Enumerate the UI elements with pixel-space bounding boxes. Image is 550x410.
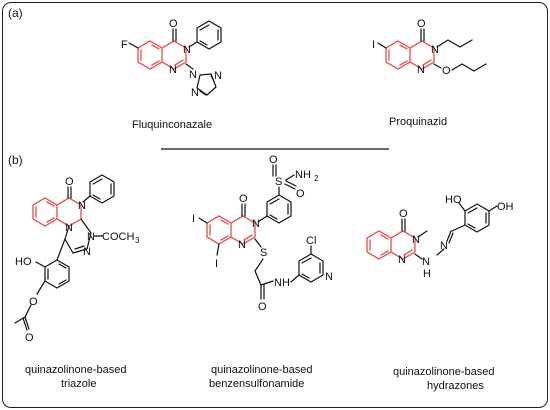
atom-n3: N [183,44,191,56]
caption-hydrazones-line1: quinazolinone-based [393,366,495,378]
label-oh-para: OH [497,201,514,213]
atom-i-lower: I [215,258,218,270]
label-coch: COCH [102,231,134,243]
caption-hydrazones-line2: hydrazones [427,380,484,392]
atom-n-ring: N [83,246,91,258]
label-ch3-subscript: 3 [135,236,140,245]
caption-sulfonamide-line1: quinazolinone-based [211,364,313,376]
atom-s-thioether: S [260,247,267,259]
molecule-sulfonamide: O I I N N S S O O NH 2 O N H Cl N quinaz… [192,154,333,390]
atom-o: O [417,18,426,30]
atom-f: F [121,39,128,51]
panel-label-a: (a) [8,6,23,20]
atom-n1: N [417,64,425,76]
proquinazid-core [385,40,435,70]
atom-n1: N [238,239,246,251]
atom-o: O [65,176,74,188]
fluquinconazale-core [137,40,187,70]
atom-n3: N [412,234,420,246]
label-nh2-subscript: 2 [314,174,319,183]
label-amide-h: H [282,277,290,289]
atom-i: I [372,39,375,51]
caption-sulfonamide-line2: benzensulfonamide [209,378,304,390]
caption-triazole-line2: triazole [61,378,96,390]
atom-triazole-n4: N [191,87,199,99]
atom-n-fused: N [65,222,73,234]
atom-o-ether: O [442,65,451,77]
panel-label-b: (b) [8,153,23,167]
atom-o-ester: O [29,296,38,308]
atom-n1: N [169,64,177,76]
atom-s-sulfonyl: S [275,176,282,188]
label-hydrazine-h: H [423,268,431,280]
triazole-core [32,197,82,227]
label-oh-ortho: HO [445,194,462,206]
atom-n-imine: N [440,240,448,252]
atom-o-sulfonyl-1: O [269,154,278,166]
atom-n3: N [431,44,439,56]
molecule-proquinazid: O I N N O Proquinazid [372,18,487,128]
atom-o: O [169,18,178,30]
atom-o: O [399,208,408,220]
caption-triazole-line1: quinazolinone-based [25,364,127,376]
chemistry-figure: (a) (b) [8,6,514,392]
atom-cl: Cl [306,235,316,247]
atom-o-sulfonyl-2: O [296,188,305,200]
atom-n1: N [398,254,406,266]
molecule-fluquinconazale: O F N N N N N Fluquinconazale [121,18,222,131]
caption-fluquinconazale: Fluquinconazale [132,119,212,131]
label-nh: NH [295,169,311,181]
atom-triazole-n1: N [189,69,197,81]
atom-n-acyl: N [87,231,95,243]
atom-n-pyridine: N [325,271,333,283]
label-hydrazine-n: N [422,256,430,268]
hydrazones-core [366,230,416,260]
label-amide-n: N [274,277,282,289]
molecule-triazole: O N N N COCH 3 N HO O O quinazolinone-ba… [14,174,140,390]
atom-o: O [239,193,248,205]
atom-n: N [78,200,86,212]
atom-triazole-n2: N [214,70,222,82]
atom-n3: N [252,218,260,230]
sulfonamide-core [206,215,256,245]
caption-proquinazid: Proquinazid [389,116,447,128]
atom-o-carbonyl: O [25,332,34,344]
atom-i-upper: I [192,213,195,225]
label-ho: HO [15,256,32,268]
atom-o-amide: O [258,301,267,313]
molecule-hydrazones: O N N N H N HO OH quinazolinone-based hy… [366,194,514,392]
